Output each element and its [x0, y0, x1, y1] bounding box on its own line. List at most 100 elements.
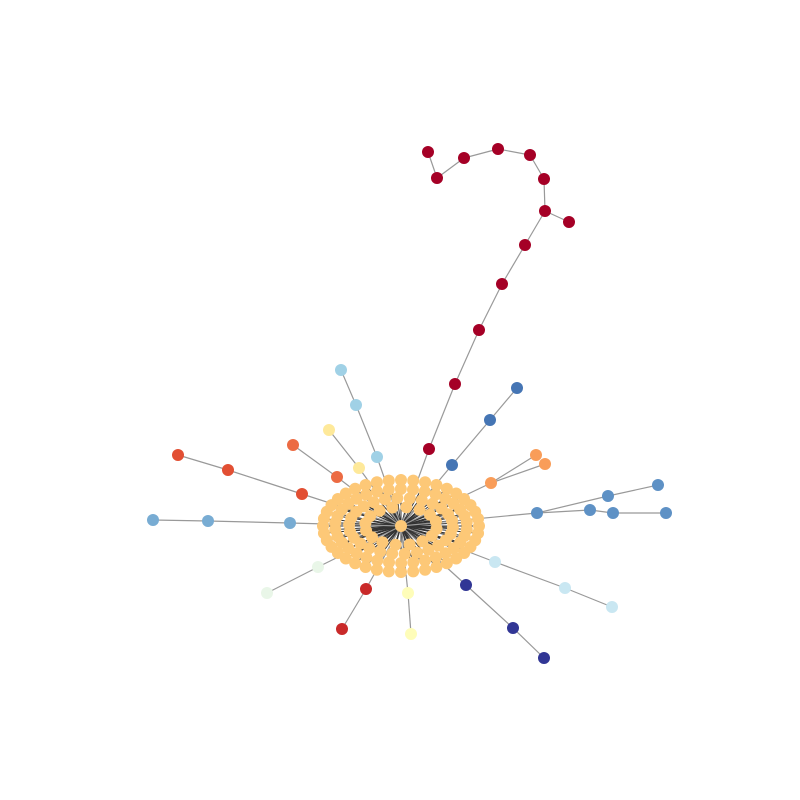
hub-cluster-node	[349, 482, 362, 495]
coral-branch-node	[287, 439, 299, 451]
coral-branch-node	[331, 471, 343, 483]
hub-cluster-node	[400, 501, 413, 514]
steel-blue-branch-node	[446, 459, 458, 471]
pale-cyan-branch-node	[606, 601, 618, 613]
branch-edge	[266, 566, 319, 594]
branch-edge	[465, 584, 514, 629]
hub-cluster-node	[395, 556, 408, 569]
long-chain-node	[492, 143, 504, 155]
hub-edge	[351, 517, 402, 527]
hub-cluster-node	[407, 565, 420, 578]
hub-cluster-node	[376, 536, 389, 549]
branch-edge	[407, 592, 412, 635]
hub-cluster-node	[382, 474, 395, 487]
hub-cluster-node	[379, 493, 392, 506]
branch-edge	[478, 283, 503, 331]
hub-cluster-node	[422, 543, 435, 556]
hub-cluster-node	[395, 566, 407, 578]
sky-branch-node	[335, 364, 347, 376]
crimson-branch-node	[360, 583, 372, 595]
branch-edge	[292, 444, 338, 478]
branch-edge	[490, 454, 537, 484]
branch-edge	[536, 509, 591, 514]
long-chain-node	[431, 172, 443, 184]
branch-edge	[536, 495, 609, 514]
branch-edge	[451, 419, 491, 466]
long-chain-node	[519, 239, 531, 251]
hub-edge	[363, 505, 402, 527]
hub-cluster-node	[389, 538, 402, 551]
branch-edge	[524, 210, 546, 246]
hub-cluster-node	[386, 501, 399, 514]
red-orange-branch-node	[172, 449, 184, 461]
branch-edge	[177, 454, 229, 471]
hub-cluster-node	[460, 516, 473, 529]
branch-edge	[328, 429, 360, 469]
hub-cluster-node	[418, 554, 431, 567]
red-orange-branch-node	[296, 488, 308, 500]
hub-cluster-node	[359, 479, 372, 492]
hub-cluster-node	[394, 483, 407, 496]
branch-edge	[512, 627, 545, 659]
right-blue-branch-node	[660, 507, 672, 519]
branch-edge	[490, 463, 546, 484]
hub-cluster-node	[450, 552, 463, 565]
hub-cluster-node	[382, 483, 395, 496]
hub-cluster-node	[432, 539, 445, 552]
long-chain-node	[496, 278, 508, 290]
hub-edge	[353, 525, 402, 539]
branch-edge	[340, 369, 357, 406]
right-blue-branch-node	[602, 490, 614, 502]
cream-branch-node	[405, 628, 417, 640]
yellow-branch-node	[323, 424, 335, 436]
hub-cluster-node	[429, 488, 442, 501]
hub-cluster-node	[360, 488, 373, 501]
orange-branch-node	[539, 458, 551, 470]
pale-cyan-branch-node	[489, 556, 501, 568]
hub-cluster-node	[374, 545, 387, 558]
hub-cluster-node	[370, 476, 383, 489]
hub-edge	[400, 525, 451, 535]
hub-cluster-node	[430, 560, 443, 573]
sky-branch-node	[371, 451, 383, 463]
hub-edge	[400, 513, 449, 527]
hub-cluster-node	[395, 474, 407, 486]
hub-edge	[400, 525, 439, 547]
navy-branch-node	[460, 579, 472, 591]
hub-cluster-node	[446, 514, 459, 527]
hub-cluster-node	[339, 487, 352, 500]
hub-cluster-node	[407, 556, 420, 569]
branch-edge	[501, 244, 526, 285]
branch-edge	[341, 588, 367, 630]
branch-edge	[489, 387, 518, 421]
branch-edge	[454, 329, 480, 385]
hub-cluster-node	[371, 485, 384, 498]
hub-cluster-node	[415, 494, 428, 507]
hub-cluster-node	[410, 546, 423, 559]
long-chain-node	[538, 173, 550, 185]
branch-edge	[564, 587, 613, 608]
branch-edge	[207, 520, 291, 524]
right-blue-branch-node	[531, 507, 543, 519]
long-chain-node	[539, 205, 551, 217]
long-chain-node	[423, 443, 435, 455]
mint-branch-node	[261, 587, 273, 599]
long-chain-node	[422, 146, 434, 158]
hub-cluster-node	[349, 557, 362, 570]
mint-branch-node	[312, 561, 324, 573]
hub-cluster-node	[416, 535, 429, 548]
right-blue-branch-node	[607, 507, 619, 519]
branch-edge	[494, 561, 566, 589]
hub-cluster-node	[363, 542, 376, 555]
right-blue-branch-node	[652, 479, 664, 491]
hub-cluster-node	[360, 551, 373, 564]
hub-cluster-node	[419, 476, 432, 489]
branch-edge	[227, 469, 303, 495]
hub-cluster-node	[350, 492, 363, 505]
navy-branch-node	[507, 622, 519, 634]
long-chain-node	[449, 378, 461, 390]
hub-cluster-node	[398, 547, 411, 560]
red-orange-branch-node	[222, 464, 234, 476]
long-chain-node	[524, 149, 536, 161]
hub-cluster-node	[429, 515, 442, 528]
